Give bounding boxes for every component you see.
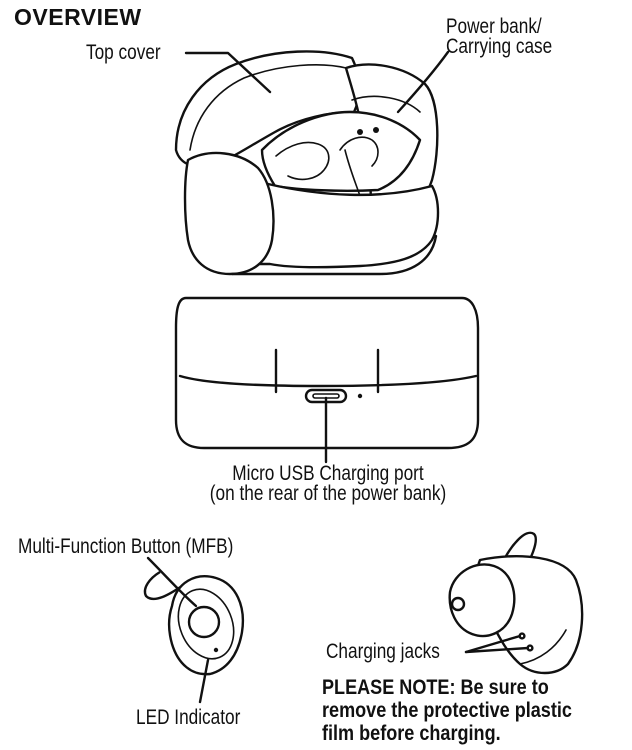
led-indicator-label: LED Indicator: [136, 706, 241, 729]
mfb-button-icon: [187, 605, 221, 639]
please-note-text: PLEASE NOTE: Be sure to remove the prote…: [322, 676, 572, 745]
usb-port-label-line1: Micro USB Charging port: [232, 462, 424, 485]
open-case-illustration: [174, 50, 440, 276]
earbud-side-illustration: [448, 531, 584, 675]
overview-heading: OVERVIEW: [14, 4, 142, 30]
usb-port-label-line2: (on the rear of the power bank): [209, 482, 447, 505]
earbud-front-illustration: [143, 570, 245, 676]
closed-case-illustration: [174, 296, 480, 450]
power-bank-label-line2: Carrying case: [446, 35, 553, 58]
power-bank-label-line1: Power bank/: [446, 15, 542, 38]
led-dot-icon: [357, 393, 363, 399]
mfb-label: Multi-Function Button (MFB): [18, 535, 234, 558]
leader-lines: [146, 50, 530, 704]
top-cover-label: Top cover: [86, 41, 161, 64]
charging-jacks-label: Charging jacks: [326, 640, 440, 663]
